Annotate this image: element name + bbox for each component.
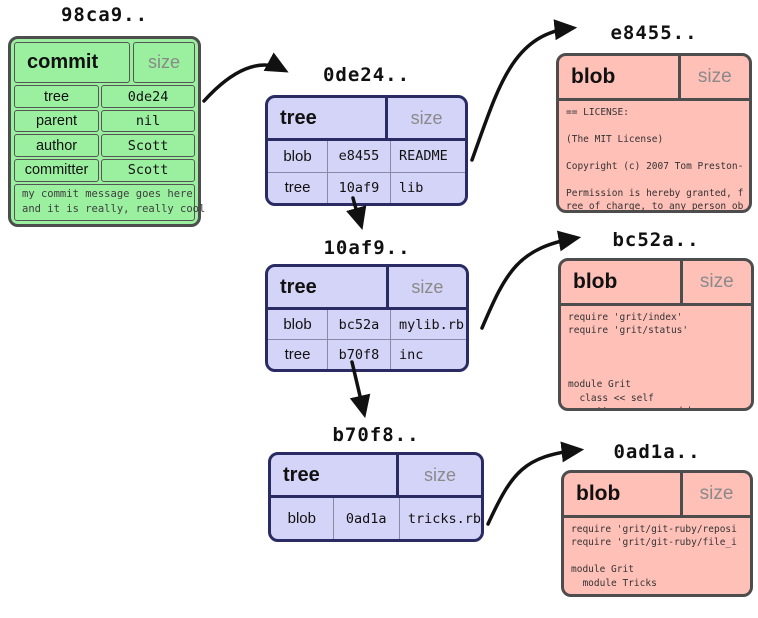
entry-name: tricks.rb: [407, 510, 481, 527]
tree-entry-inc: tree b70f8 inc: [268, 340, 466, 369]
entry-name: inc: [399, 346, 424, 363]
commit-row-author: author Scott: [14, 134, 195, 157]
tree-10af9-hash-label: 10af9..: [323, 237, 411, 259]
commit-row-key: author: [14, 134, 100, 157]
blob-type-label: blob: [564, 473, 684, 515]
commit-row-value: 0de24: [101, 85, 195, 108]
tree-entry-lib: tree 10af9 lib: [268, 172, 465, 203]
blob-bc52a-box: blob size require 'grit/index' require '…: [558, 258, 754, 411]
blob-content: == LICENSE: (The MIT License) Copyright …: [566, 107, 744, 210]
blob-e8455-box: blob size == LICENSE: (The MIT License) …: [556, 53, 752, 213]
commit-row-value: Scott: [101, 134, 195, 157]
commit-row-tree: tree 0de24: [14, 85, 195, 108]
commit-row-value: Scott: [101, 158, 195, 182]
commit-row-committer: committer Scott: [14, 158, 195, 182]
tree-header: tree size: [271, 455, 481, 498]
entry-type: tree: [268, 172, 328, 203]
entry-hash: 0ad1a: [334, 498, 400, 539]
commit-row-key: parent: [14, 109, 100, 133]
tree-header: tree size: [268, 267, 466, 310]
blob-content: require 'grit/index' require 'grit/statu…: [568, 312, 705, 408]
tree-b70f8-hash-label: b70f8..: [332, 424, 420, 446]
entry-hash: bc52a: [328, 310, 391, 339]
blob-content: require 'grit/git-ruby/reposi require 'g…: [571, 524, 737, 589]
blob-type-label: blob: [561, 261, 683, 303]
commit-message-text: my commit message goes here and it is re…: [14, 183, 205, 222]
commit-type-label: commit: [14, 42, 130, 84]
commit-size-label: size: [133, 42, 195, 84]
blob-header: blob size: [561, 261, 751, 306]
blob-0ad1a-box: blob size require 'grit/git-ruby/reposi …: [561, 470, 753, 597]
commit-row-key: tree: [14, 85, 100, 108]
tree-entry-tricks: blob 0ad1a tricks.rb: [271, 498, 481, 539]
tree-10af9-box: tree size blob bc52a mylib.rb tree b70f8…: [265, 264, 469, 372]
tree-0de24-box: tree size blob e8455 README tree 10af9 l…: [265, 95, 468, 206]
blob-header: blob size: [564, 473, 750, 518]
entry-type: blob: [268, 310, 328, 339]
entry-name: README: [399, 148, 448, 165]
tree-size-label: size: [411, 276, 444, 297]
blob-type-label: blob: [559, 56, 681, 98]
commit-object-box: commit size tree 0de24 parent nil author…: [8, 36, 205, 227]
tree-type-label: tree: [268, 98, 389, 138]
blob-size-label: size: [699, 271, 734, 292]
commit-row-key: committer: [14, 158, 100, 182]
entry-hash: b70f8: [328, 340, 391, 369]
entry-type: blob: [268, 141, 328, 172]
tree-size-label: size: [424, 464, 457, 485]
blob-0ad1a-hash-label: 0ad1a..: [613, 441, 701, 463]
blob-bc52a-hash-label: bc52a..: [612, 229, 700, 251]
tree-entry-readme: blob e8455 README: [268, 141, 465, 173]
entry-hash: 10af9: [328, 172, 391, 203]
tree-header: tree size: [268, 98, 465, 141]
commit-row-parent: parent nil: [14, 109, 195, 133]
tree-0de24-hash-label: 0de24..: [322, 64, 411, 86]
blob-size-label: size: [699, 483, 734, 504]
entry-hash: e8455: [328, 141, 391, 172]
entry-type: tree: [268, 340, 328, 369]
entry-name: lib: [399, 179, 424, 196]
blob-size-label: size: [697, 66, 732, 87]
blob-header: blob size: [559, 56, 749, 101]
commit-row-value: nil: [101, 109, 195, 133]
blob-e8455-hash-label: e8455..: [610, 22, 698, 44]
tree-type-label: tree: [271, 455, 400, 495]
commit-hash-label: 98ca9..: [60, 4, 149, 26]
tree-size-label: size: [410, 107, 443, 128]
entry-type: blob: [271, 498, 334, 539]
entry-name: mylib.rb: [399, 316, 465, 333]
tree-b70f8-box: tree size blob 0ad1a tricks.rb: [268, 452, 484, 542]
tree-type-label: tree: [268, 267, 389, 307]
tree-entry-mylib: blob bc52a mylib.rb: [268, 310, 466, 340]
commit-header: commit size: [14, 42, 195, 84]
